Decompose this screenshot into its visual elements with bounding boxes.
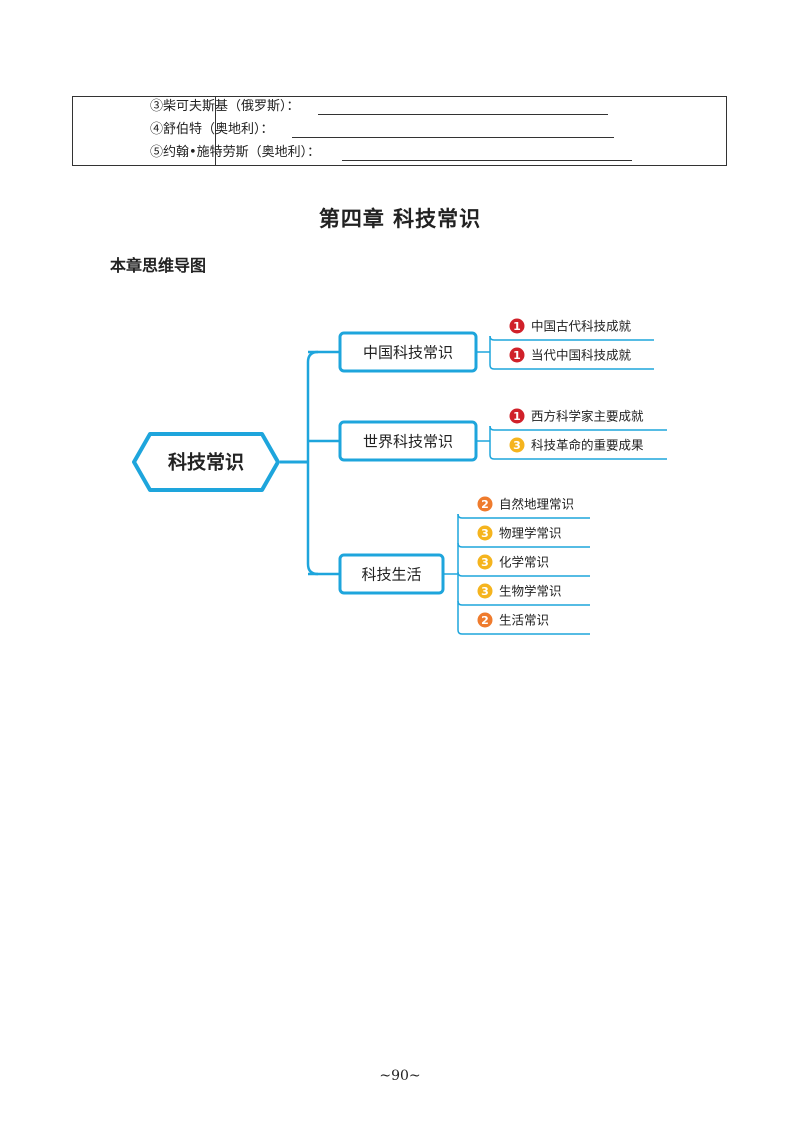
page-number: ~90~ [379,1068,421,1084]
level-badge-number: 1 [513,320,521,333]
child-label: 物理学常识 [499,526,562,541]
child-underline [489,454,667,460]
child-underline [489,335,654,341]
row-text: ③柴可夫斯基（俄罗斯）： [150,99,300,114]
answer-blank[interactable] [318,114,608,115]
child-label: 自然地理常识 [499,497,574,512]
branch-label: 科技生活 [361,566,421,584]
answer-table [72,96,727,166]
table-row: ⑤约翰•施特劳斯（奥地利）： [150,145,632,161]
level-badge [477,612,493,628]
level-badge [509,437,525,453]
root-label: 科技常识 [168,451,244,474]
branch-label: 世界科技常识 [363,433,453,451]
trunk-line [306,350,319,576]
child-underline [489,364,654,370]
child-label: 生物学常识 [499,584,562,599]
level-badge [509,347,525,363]
child-underline [457,571,590,577]
table-column-divider [215,97,216,165]
level-badge [477,525,493,541]
table-row: ④舒伯特（奥地利）： [150,122,614,138]
chapter-title: 第四章 科技常识 [318,206,482,231]
child-underline [457,542,590,548]
level-badge [477,583,493,599]
level-badge-number: 2 [481,614,489,627]
child-label: 中国古代科技成就 [531,319,632,334]
child-underline [457,600,590,606]
child-underline [457,629,590,635]
child-label: 生活常识 [499,613,549,628]
level-badge-number: 3 [513,439,521,452]
level-badge [477,496,493,512]
row-text: ⑤约翰•施特劳斯（奥地利）： [150,145,321,160]
answer-blank[interactable] [342,160,632,161]
child-label: 化学常识 [499,555,549,570]
level-badge-number: 3 [481,585,489,598]
level-badge [509,408,525,424]
child-underline [457,513,590,519]
root-node [132,432,280,492]
answer-blank[interactable] [292,137,614,138]
child-label: 西方科学家主要成就 [531,409,644,424]
level-badge [509,318,525,334]
level-badge-number: 1 [513,410,521,423]
row-text: ④舒伯特（奥地利）： [150,122,274,137]
level-badge-number: 3 [481,556,489,569]
level-badge-number: 3 [481,527,489,540]
level-badge-number: 2 [481,498,489,511]
level-badge-number: 1 [513,349,521,362]
child-label: 当代中国科技成就 [531,348,632,363]
child-underline [489,425,667,431]
branch-label: 中国科技常识 [363,344,453,362]
child-label: 科技革命的重要成果 [531,438,644,453]
table-row: ③柴可夫斯基（俄罗斯）： [150,99,608,115]
section-title: 本章思维导图 [110,256,207,275]
level-badge [477,554,493,570]
